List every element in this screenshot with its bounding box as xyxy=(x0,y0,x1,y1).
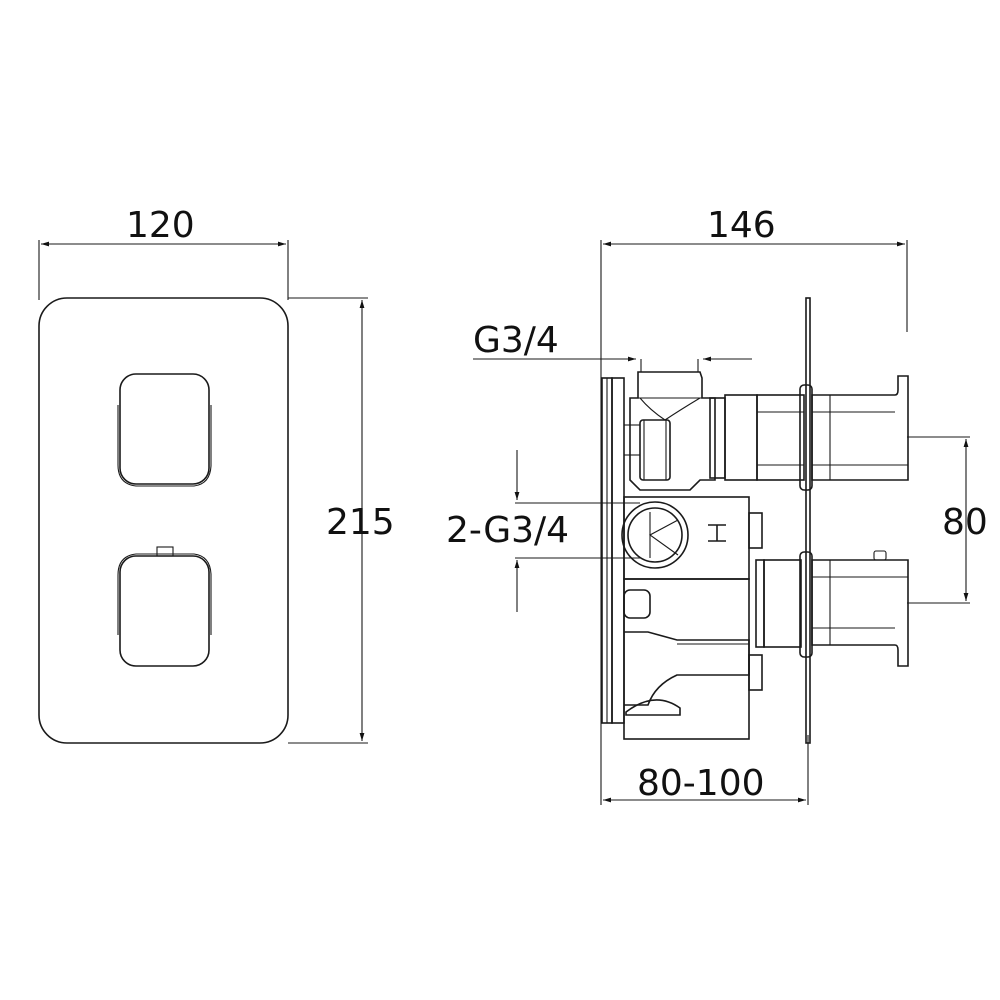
upper-handle-side xyxy=(756,375,909,491)
inlet-port xyxy=(621,501,689,569)
upper-handle xyxy=(117,373,212,487)
side-view xyxy=(473,240,970,805)
cover-plate-side xyxy=(805,297,811,744)
dimension-handle-spacing-80: 80 xyxy=(942,502,988,543)
mounting-plate xyxy=(601,377,625,724)
valve-body xyxy=(621,371,802,740)
dimension-depth-146: 146 xyxy=(707,205,776,246)
dimension-width-120: 120 xyxy=(126,205,195,246)
front-view xyxy=(38,240,368,744)
dimension-wall-depth-80-100: 80-100 xyxy=(637,763,765,804)
cover-plate xyxy=(38,297,289,744)
lower-handle-side xyxy=(799,550,909,667)
dimension-height-215: 215 xyxy=(326,502,395,543)
label-side-inlets-2g34: 2-G3/4 xyxy=(446,510,570,551)
label-top-inlet-g34: G3/4 xyxy=(473,320,559,361)
lower-handle xyxy=(117,546,212,667)
